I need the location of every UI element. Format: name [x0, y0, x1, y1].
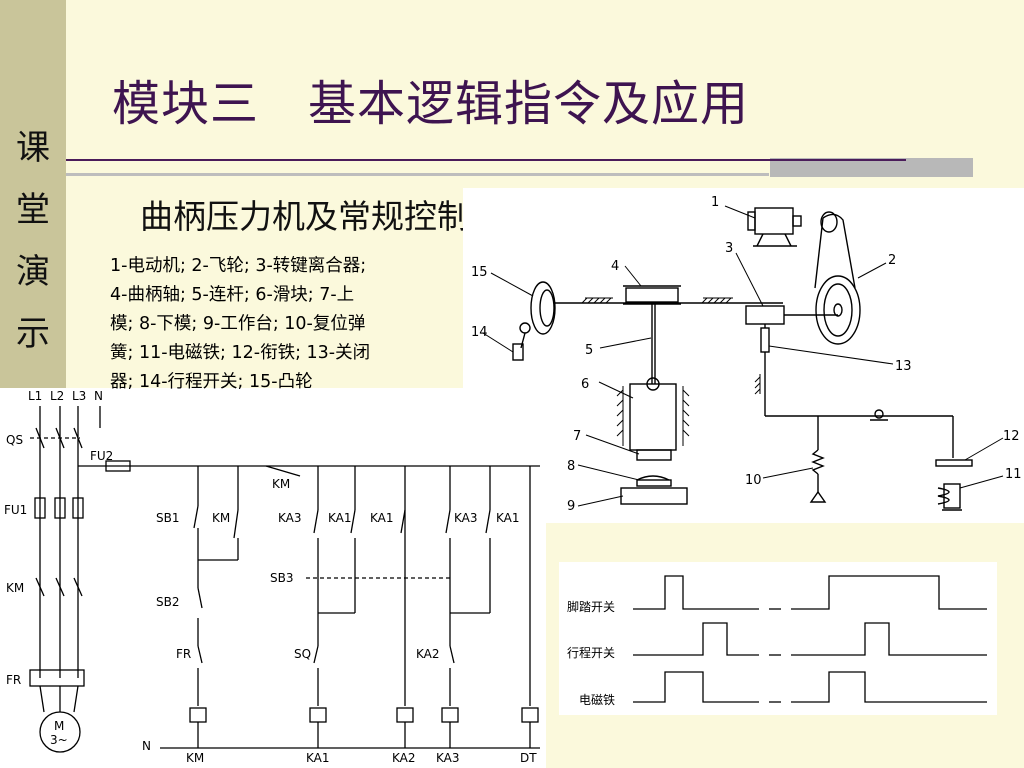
callout-label: 13: [895, 359, 912, 374]
press-diagram-panel: [463, 188, 1024, 523]
km-hold-label: KM: [212, 511, 230, 525]
legend-line: 器; 14-行程开关; 15-凸轮: [110, 372, 313, 392]
fu2-label: FU2: [90, 449, 113, 463]
signal-label: 行程开关: [567, 645, 615, 660]
callout-label: 11: [1005, 467, 1022, 482]
fu1-label: FU1: [4, 503, 27, 517]
callout-label: 1: [711, 195, 719, 210]
callout-label: 2: [888, 253, 896, 268]
sb2-label: SB2: [156, 595, 179, 609]
supply-label: L2: [50, 389, 64, 403]
slide-subtitle: 曲柄压力机及常规控制: [140, 197, 470, 236]
callout-label: 6: [581, 377, 589, 392]
legend-line: 模; 8-下模; 9-工作台; 10-复位弹: [110, 314, 366, 334]
supply-label: L3: [72, 389, 86, 403]
legend-line: 1-电动机; 2-飞轮; 3-转键离合器;: [110, 256, 367, 276]
timing-diagram: 脚踏开关 行程开关 电磁铁: [567, 575, 987, 707]
title-underline-accent: [770, 158, 973, 177]
coil-label: DT: [520, 751, 537, 765]
km-top-label: KM: [272, 477, 290, 491]
callout-label: 9: [567, 499, 575, 514]
ka1-label: KA1: [496, 511, 520, 525]
press-mechanism-diagram: 1 2 3 4 5 6 7 8 9 10 11 12 13 14 15: [471, 195, 1022, 514]
callout-label: 10: [745, 473, 762, 488]
title-underline: [66, 159, 906, 161]
ka3-label: KA3: [278, 511, 302, 525]
sidebar-char: 演: [16, 252, 50, 292]
ka1-label: KA1: [328, 511, 352, 525]
frame-hatch: [581, 297, 733, 304]
callout-label: 4: [611, 259, 619, 274]
callout-label: 7: [573, 429, 581, 444]
coil-label: KA3: [436, 751, 460, 765]
fr-control-label: FR: [176, 647, 191, 661]
slide-title: 模块三 基本逻辑指令及应用: [112, 76, 750, 132]
neutral-label: N: [142, 739, 151, 753]
sb3-label: SB3: [270, 571, 293, 585]
signal-label: 脚踏开关: [567, 599, 615, 614]
sidebar-char: 课: [16, 128, 50, 168]
sidebar-char: 堂: [16, 190, 50, 230]
sidebar-char: 示: [16, 314, 50, 354]
coil-label: KA2: [392, 751, 416, 765]
supply-label: L1: [28, 389, 42, 403]
circuit-diagram-panel: [0, 388, 546, 768]
control-circuit-diagram: L1 L2 L3 N QS FU1 KM FR M 3~ FU2 KM SB1 …: [4, 389, 540, 765]
callout-label: 3: [725, 241, 733, 256]
coil-label: KM: [186, 751, 204, 765]
signal-label: 电磁铁: [579, 692, 615, 707]
timing-diagram-panel: [559, 562, 997, 715]
motor-phase-label: 3~: [50, 733, 68, 747]
sidebar-band: 课 堂 演 示: [0, 0, 66, 388]
callout-label: 8: [567, 459, 575, 474]
qs-label: QS: [6, 433, 23, 447]
callout-label: 5: [585, 343, 593, 358]
fr-power-label: FR: [6, 673, 21, 687]
ka2-label: KA2: [416, 647, 440, 661]
legend-line: 4-曲柄轴; 5-连杆; 6-滑块; 7-上: [110, 285, 355, 305]
component-legend: 1-电动机; 2-飞轮; 3-转键离合器; 4-曲柄轴; 5-连杆; 6-滑块;…: [110, 252, 465, 392]
sb1-label: SB1: [156, 511, 179, 525]
motor-label: M: [54, 719, 64, 733]
ka1-label: KA1: [370, 511, 394, 525]
sq-label: SQ: [294, 647, 311, 661]
ka3-label: KA3: [454, 511, 478, 525]
coil-label: KA1: [306, 751, 330, 765]
km-main-label: KM: [6, 581, 24, 595]
title-underline-shadow: [66, 173, 769, 176]
supply-label: N: [94, 389, 103, 403]
legend-line: 簧; 11-电磁铁; 12-衔铁; 13-关闭: [110, 343, 371, 363]
callout-label: 14: [471, 325, 488, 340]
callout-label: 12: [1003, 429, 1020, 444]
callout-label: 15: [471, 265, 488, 280]
